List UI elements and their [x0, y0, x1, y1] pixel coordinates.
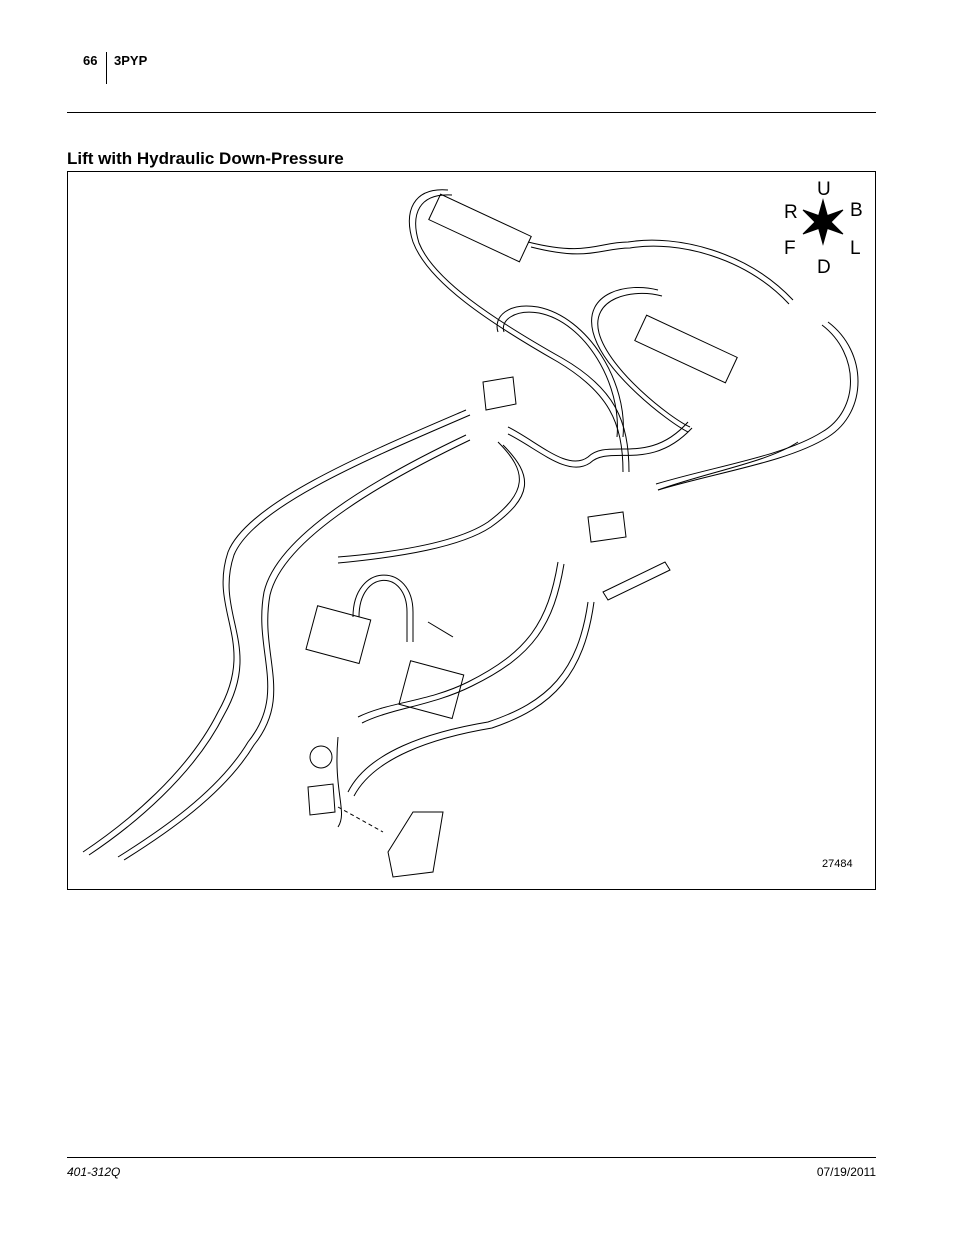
cylinder-top-2	[634, 314, 738, 384]
hose-cross-1b	[507, 427, 693, 468]
hose-top-right-b	[530, 245, 790, 305]
hose-lower-1b	[361, 563, 565, 724]
hydraulic-drawing: U D R L F B	[82, 179, 863, 878]
compass-left: L	[850, 238, 861, 259]
model-name: 3PYP	[114, 53, 148, 68]
hose-to-center-1	[337, 441, 520, 558]
hose-long-1	[82, 409, 467, 853]
footer-rule	[67, 1157, 876, 1158]
hose-lower-2	[347, 601, 589, 793]
hose-right-loop-b	[655, 324, 851, 485]
hose-mid-loop-b	[502, 311, 618, 438]
hose-gauge	[336, 736, 342, 828]
hose-long-2	[117, 434, 467, 858]
cylinder-lower-2	[398, 660, 465, 720]
hose-cyl-loop	[352, 574, 414, 642]
pressure-gauge	[309, 745, 333, 769]
hose-upper-right-loop-b	[597, 292, 691, 428]
hose-top-loop	[408, 189, 624, 473]
hose-upper-right-loop	[591, 286, 689, 433]
hose-top-right	[527, 239, 794, 301]
hose-cross-1	[507, 421, 689, 462]
compass-up: U	[817, 179, 831, 200]
figure-number: 27484	[822, 858, 853, 870]
hose-diag-right	[657, 441, 799, 491]
document-date: 07/19/2011	[816, 1165, 876, 1179]
hose-right-loop	[657, 321, 859, 491]
document-number: 401-312Q	[67, 1165, 121, 1179]
hose-lower-2b	[353, 601, 595, 797]
compass-rose	[802, 198, 844, 246]
compass-right: R	[784, 202, 798, 223]
mounting-plate	[602, 561, 671, 601]
valve-block-lower	[307, 783, 336, 816]
hose-long-1b	[88, 414, 471, 856]
hose-top-loop-b	[415, 194, 630, 473]
valve-block-upper	[482, 376, 517, 411]
cylinder-lower-1	[305, 605, 372, 665]
hydraulic-diagram: U D R L F B 27484	[67, 171, 876, 890]
compass-front: F	[784, 238, 796, 259]
section-title: Lift with Hydraulic Down-Pressure	[67, 149, 344, 168]
leader-line	[337, 806, 384, 833]
compass-down: D	[817, 257, 831, 278]
header-divider	[106, 52, 107, 84]
compass-back: B	[850, 200, 863, 221]
hose-to-center-1b	[337, 444, 526, 564]
header-rule	[67, 112, 876, 113]
cylinder-top-1	[428, 193, 532, 263]
hose-cyl-diag	[427, 621, 454, 638]
hose-cyl-loop-b	[358, 579, 408, 642]
mounting-bracket	[387, 811, 444, 878]
page-number: 66	[83, 53, 98, 68]
valve-block-right	[587, 511, 627, 543]
hose-mid-loop	[496, 305, 624, 438]
hose-long-2b	[123, 439, 471, 861]
hose-lower-1	[357, 561, 559, 718]
